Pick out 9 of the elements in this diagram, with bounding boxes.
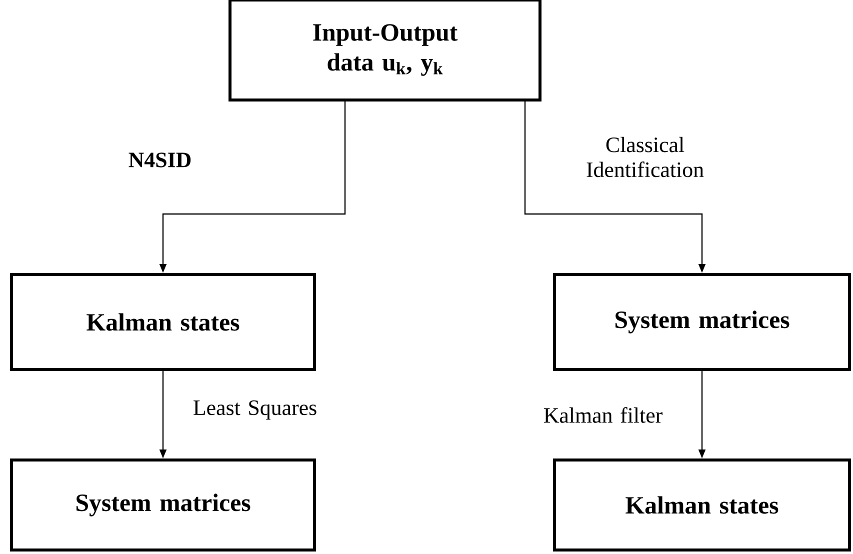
- process-box: System matrices: [10, 458, 316, 552]
- edge-label: N4SID: [128, 152, 191, 168]
- edge-label: Kalman filter: [544, 407, 662, 423]
- process-box: Kalman states: [553, 458, 851, 552]
- process-box: Kalman states: [10, 272, 316, 371]
- process-box: System matrices: [553, 272, 851, 371]
- edge-label: Classical Identification: [586, 136, 704, 178]
- edge-label: Least Squares: [194, 400, 316, 420]
- process-box: Input-Output data u$_{k}$, y$_{k}$: [228, 0, 542, 102]
